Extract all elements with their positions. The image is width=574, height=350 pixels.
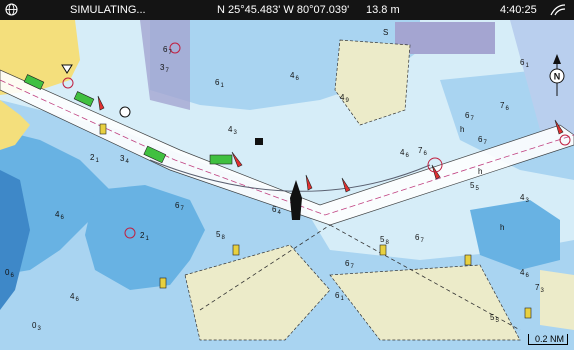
lit-buoys bbox=[62, 42, 571, 239]
position-readout: N 25°45.483' W 80°07.039' bbox=[217, 4, 350, 16]
depth-sounding: 67 bbox=[175, 201, 184, 212]
starboard-beacon[interactable] bbox=[305, 174, 313, 191]
special-mark[interactable] bbox=[232, 244, 240, 256]
h-label: h bbox=[460, 125, 464, 134]
special-mark[interactable] bbox=[464, 254, 472, 266]
depth-sounding: 58 bbox=[380, 235, 389, 246]
depth-sounding: 46 bbox=[70, 292, 79, 303]
north-label: N bbox=[554, 72, 561, 82]
depth-sounding: 67 bbox=[415, 233, 424, 244]
spoil-area-north bbox=[334, 39, 411, 126]
depth-sounding: 43 bbox=[520, 193, 529, 204]
depth-sounding: 06 bbox=[5, 268, 14, 279]
depth-sounding: 64 bbox=[272, 205, 281, 216]
depth-sounding: 55 bbox=[490, 313, 499, 324]
dredged-area bbox=[0, 170, 30, 310]
light-buoy[interactable] bbox=[559, 134, 571, 146]
marker-icon[interactable] bbox=[119, 106, 131, 118]
depth-sounding: 61 bbox=[335, 291, 344, 302]
range-line bbox=[199, 224, 331, 311]
depth-readout: 13.8 m bbox=[366, 4, 400, 16]
depth-sounding: 21 bbox=[90, 153, 99, 164]
port-buoy[interactable] bbox=[209, 154, 233, 165]
special-mark[interactable] bbox=[524, 307, 532, 319]
shallow-shoal bbox=[85, 185, 205, 290]
camera-icon[interactable] bbox=[255, 138, 263, 145]
depth-sounding: 43 bbox=[228, 125, 237, 136]
spoil-area-corner bbox=[540, 270, 574, 330]
depth-sounding: 46 bbox=[400, 148, 409, 159]
north-arrow[interactable]: N bbox=[549, 54, 565, 96]
restricted-area bbox=[395, 22, 495, 54]
depth-sounding: 34 bbox=[120, 154, 129, 165]
restricted-pier-area bbox=[140, 20, 190, 110]
scale-bar: 0.2 NM bbox=[527, 334, 568, 345]
light-buoy[interactable] bbox=[62, 77, 74, 89]
depth-sounding: 67 bbox=[465, 111, 474, 122]
shallow-area-east bbox=[470, 200, 560, 270]
special-mark[interactable] bbox=[159, 277, 167, 289]
signal-icon bbox=[550, 3, 566, 17]
status-bar: SIMULATING... N 25°45.483' W 80°07.039' … bbox=[0, 0, 574, 20]
port-buoy[interactable] bbox=[23, 74, 45, 90]
depth-sounding: 73 bbox=[535, 283, 544, 294]
channel-letter: S bbox=[383, 28, 388, 37]
spoil-area-south bbox=[184, 244, 331, 341]
nautical-chart[interactable]: N S 67 46 49 61 61 67 76 67 76 55 43 64 58 67 67 58 61 46… bbox=[0, 20, 574, 350]
depth-sounding: 21 bbox=[140, 231, 149, 242]
globe-icon[interactable] bbox=[5, 3, 18, 16]
starboard-beacon[interactable] bbox=[554, 119, 564, 135]
special-marks bbox=[99, 123, 532, 319]
depth-sounding: 76 bbox=[418, 146, 427, 157]
depth-sounding: 46 bbox=[290, 71, 299, 82]
spoil-area-east bbox=[329, 264, 521, 341]
depth-sounding: 76 bbox=[500, 101, 509, 112]
depth-sounding: 37 bbox=[160, 63, 169, 74]
starboard-beacon[interactable] bbox=[231, 151, 243, 168]
special-mark[interactable] bbox=[99, 123, 107, 135]
depth-sounding: 49 bbox=[340, 93, 349, 104]
h-label: h bbox=[478, 167, 482, 176]
port-buoy[interactable] bbox=[73, 91, 95, 107]
depth-sounding: 46 bbox=[520, 268, 529, 279]
depth-sounding: 46 bbox=[55, 210, 64, 221]
light-buoy[interactable] bbox=[124, 227, 136, 239]
depth-sounding: 67 bbox=[345, 259, 354, 270]
time-readout: 4:40:25 bbox=[500, 4, 537, 16]
vessel-icon[interactable] bbox=[290, 180, 302, 220]
land-point bbox=[0, 100, 30, 150]
h-labels: h h h bbox=[460, 125, 504, 232]
starboard-beacon[interactable] bbox=[97, 95, 105, 111]
land-north bbox=[0, 20, 80, 95]
anchorage-area bbox=[510, 20, 574, 140]
depth-sounding: 58 bbox=[216, 230, 225, 241]
simulation-status: SIMULATING... bbox=[70, 4, 146, 16]
port-buoy[interactable] bbox=[143, 145, 167, 164]
depth-sounding: 67 bbox=[478, 135, 487, 146]
depth-sounding: 03 bbox=[32, 321, 41, 332]
depth-sounding: 61 bbox=[520, 58, 529, 69]
depth-sounding: 67 bbox=[163, 45, 172, 56]
depth-sounding: 55 bbox=[470, 181, 479, 192]
soundings: 67 46 49 61 61 67 76 67 76 55 43 64 58 67 67 58 61 46 46 46… bbox=[5, 45, 544, 332]
special-mark[interactable] bbox=[379, 244, 387, 256]
light-buoy[interactable] bbox=[169, 42, 181, 54]
h-label: h bbox=[500, 223, 504, 232]
navigation-channel bbox=[0, 69, 574, 226]
light-buoy[interactable] bbox=[427, 157, 443, 173]
wreck-icon[interactable] bbox=[61, 64, 73, 74]
range-line-east bbox=[329, 224, 521, 331]
depth-sounding: 61 bbox=[215, 78, 224, 89]
starboard-beacon[interactable] bbox=[341, 177, 351, 193]
